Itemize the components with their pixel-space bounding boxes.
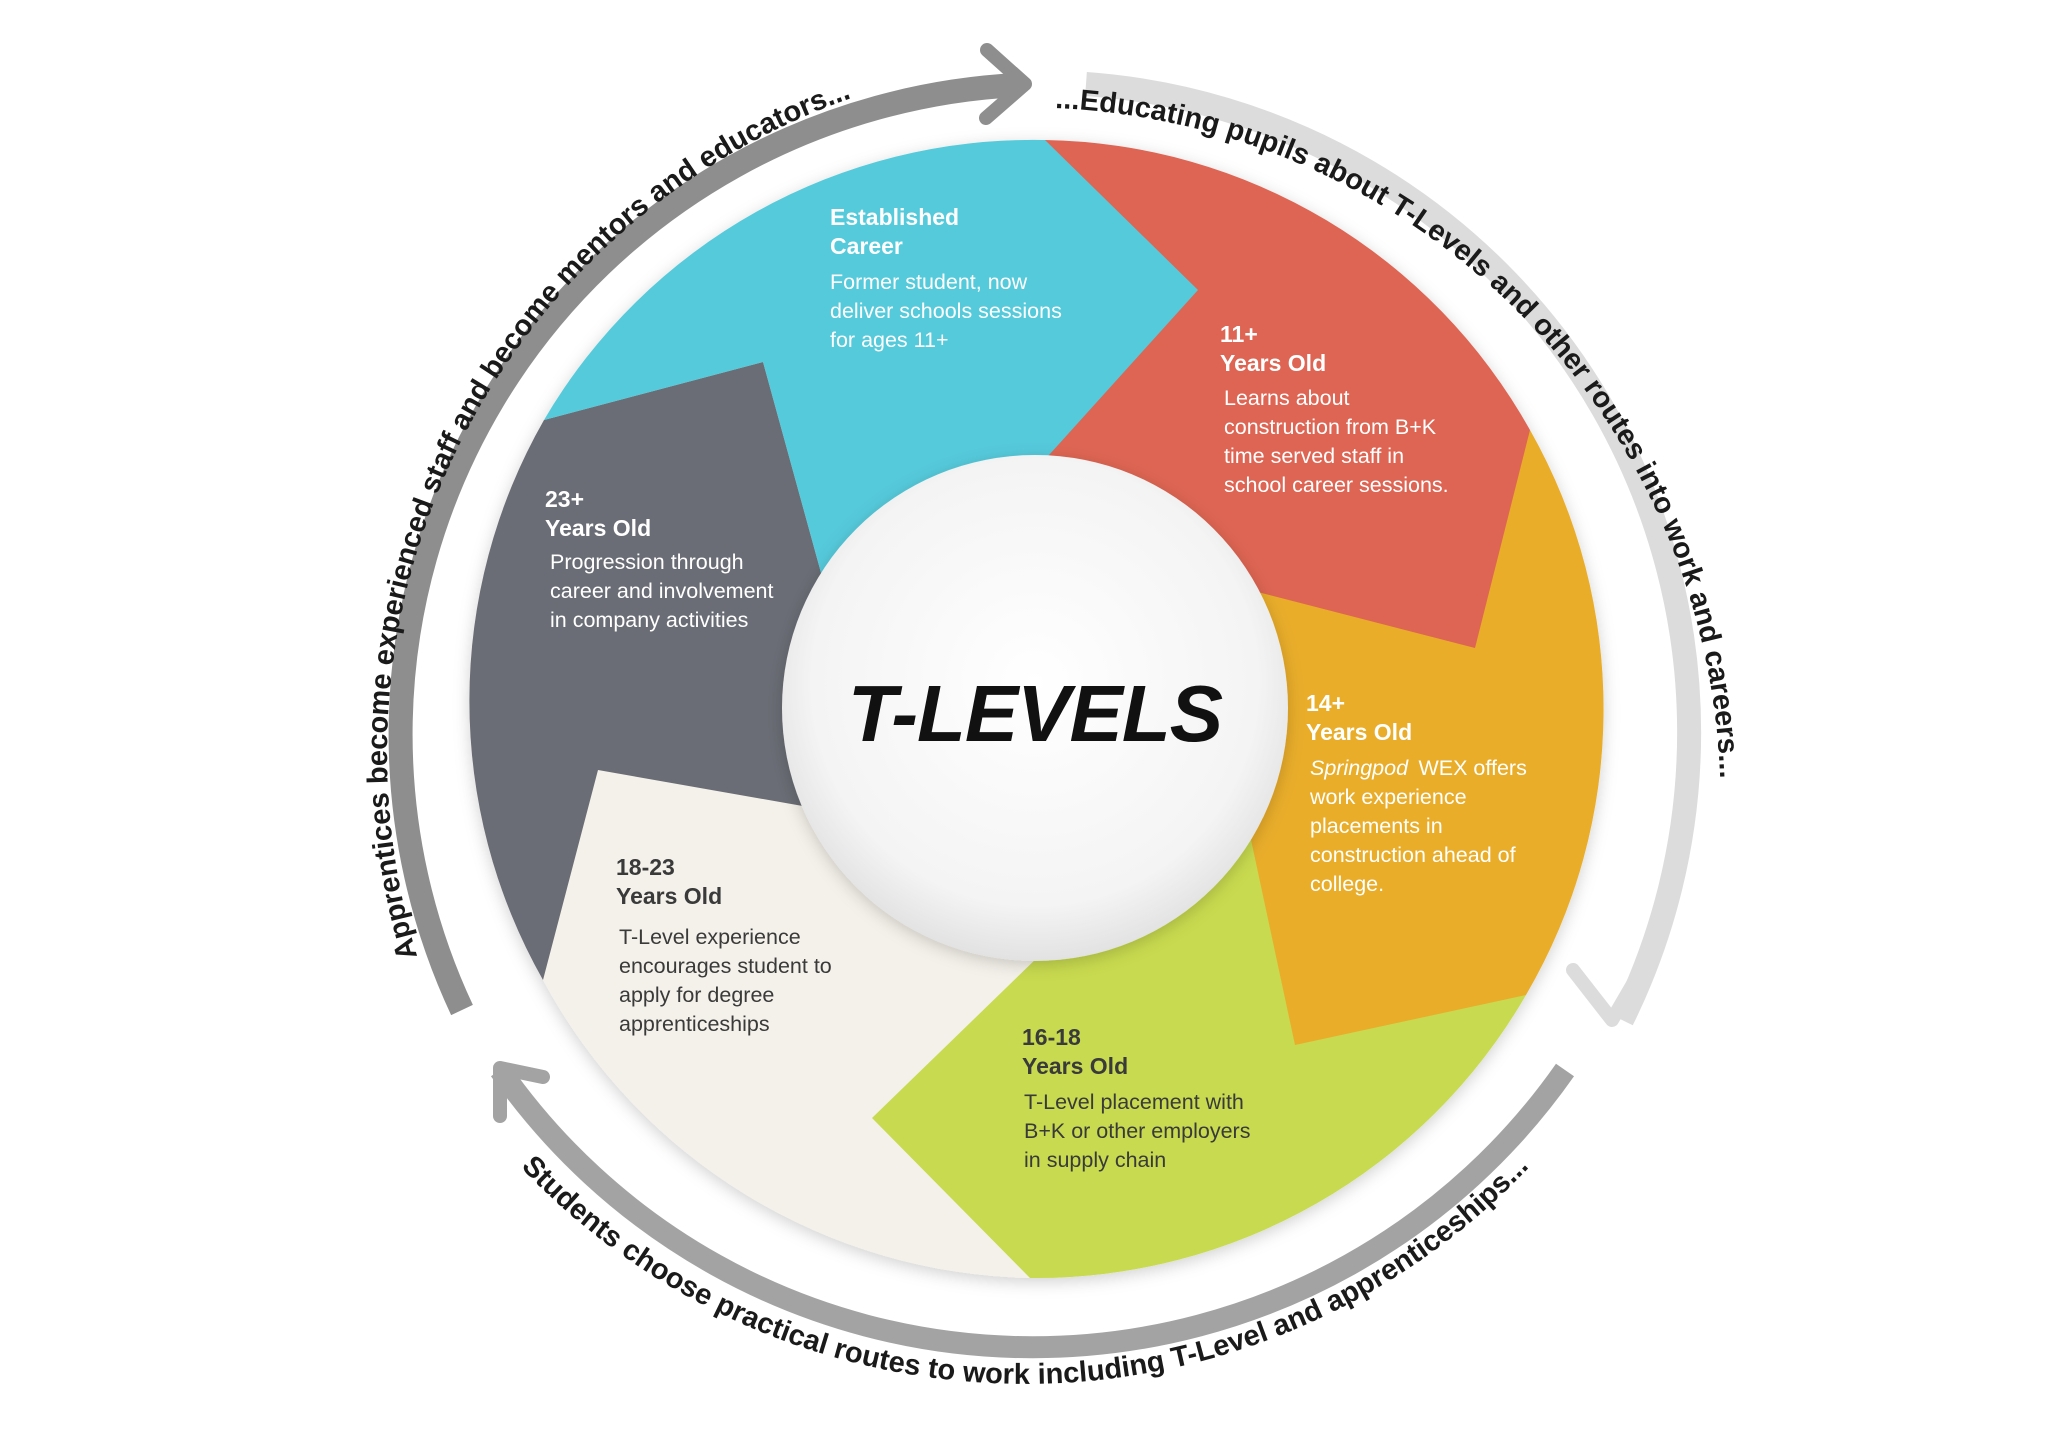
arc-left-stroke: [388, 73, 1019, 1016]
body-line-1: T-Level experience: [619, 925, 801, 949]
body-line-3: placements in: [1310, 814, 1443, 838]
title-line-1: 11+: [1220, 321, 1258, 347]
label-established: Established Career Former student, now d…: [830, 204, 1066, 352]
title-line-1: 23+: [545, 486, 584, 512]
body-line-3: apply for degree: [619, 983, 774, 1007]
body-line-2: B+K or other employers: [1024, 1119, 1250, 1143]
body-line-1: Former student, now: [830, 270, 1028, 294]
body-line-3: in supply chain: [1024, 1148, 1166, 1172]
arc-bottom-stroke: [490, 1063, 1575, 1359]
title-line-2: Years Old: [616, 883, 722, 909]
title-line-1: 14+: [1306, 690, 1345, 716]
label-11plus: 11+ Years Old Learns about construction …: [1220, 321, 1449, 497]
body-line-2: construction from B+K: [1224, 415, 1437, 439]
arrowhead-right-icon: [1566, 963, 1647, 1027]
body-line-1: T-Level placement with: [1024, 1090, 1244, 1114]
title-line-1: 18-23: [616, 854, 675, 880]
title-line-2: Years Old: [1022, 1053, 1128, 1079]
title-line-2: Years Old: [1220, 350, 1326, 376]
title-line-2: Years Old: [1306, 719, 1412, 745]
title-line-1: Established: [830, 204, 959, 230]
body-line-2: career and involvement: [550, 579, 774, 603]
wheel: [469, 139, 1604, 1279]
segment-established: [544, 139, 1198, 581]
body-line-1: Springpod: [1310, 756, 1409, 780]
label-18to23: 18-23 Years Old T-Level experience encou…: [616, 854, 836, 1036]
arrowhead-left-icon: [979, 43, 1032, 125]
body-line-2: encourages student to: [619, 954, 832, 978]
title-line-1: 16-18: [1022, 1024, 1081, 1050]
body-line-2: deliver schools sessions: [830, 299, 1062, 323]
body-line-3: for ages 11+: [830, 328, 949, 352]
title-line-2: Career: [830, 233, 903, 259]
outer-cycle-arrows: [388, 43, 1702, 1359]
body-line-2: work experience: [1309, 785, 1467, 809]
t-levels-logo: T-LEVELS: [848, 669, 1223, 758]
arc-right-stroke: [1085, 72, 1702, 1026]
label-16to18: 16-18 Years Old T-Level placement with B…: [1022, 1024, 1255, 1172]
body-line-4: construction ahead of: [1310, 843, 1516, 867]
body-line-4: school career sessions.: [1224, 473, 1449, 497]
body-line-1-rest: WEX offers: [1418, 756, 1526, 780]
segment-labels: Established Career Former student, now d…: [545, 204, 1531, 1172]
body-line-1: Learns about: [1224, 386, 1350, 410]
body-line-5: college.: [1310, 872, 1384, 896]
label-14plus: 14+ Years Old Springpod WEX offers work …: [1306, 690, 1531, 896]
center-hub: [782, 455, 1288, 961]
arrowhead-bottom-icon: [493, 1061, 550, 1123]
body-line-3: time served staff in: [1224, 444, 1404, 468]
title-line-2: Years Old: [545, 515, 651, 541]
body-line-3: in company activities: [550, 608, 748, 632]
body-line-1: Progression through: [550, 550, 744, 574]
label-23plus: 23+ Years Old Progression through career…: [545, 486, 778, 632]
body-line-4: apprenticeships: [619, 1012, 770, 1036]
